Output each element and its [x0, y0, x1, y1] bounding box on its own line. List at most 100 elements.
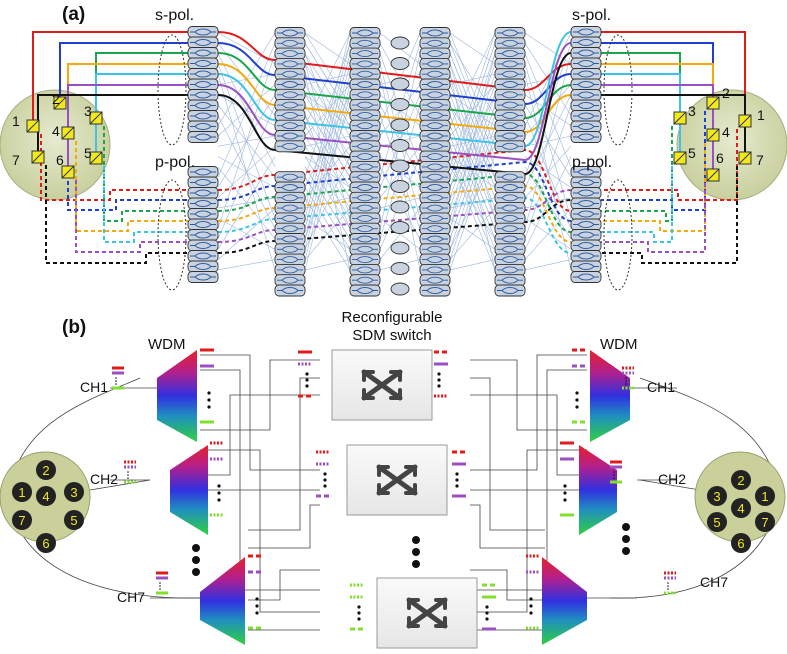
pbs-right: [738, 151, 752, 165]
route-p-right: [601, 126, 673, 222]
mzi-mesh: [274, 263, 306, 276]
panel-a-label: (a): [62, 4, 85, 25]
dots-tiny: [115, 383, 117, 385]
svg-text:2: 2: [42, 463, 49, 478]
wdm-right-ch7: [542, 557, 587, 645]
core-num-right-4: 4: [722, 124, 730, 140]
dots-small: [217, 484, 221, 488]
wdm-right-ch1: [590, 350, 630, 442]
mzi-mesh: [494, 191, 526, 204]
mzi-in-left: [187, 68, 219, 80]
mzi-mesh: [494, 140, 526, 153]
fiber-core-left-7: 7: [12, 510, 32, 530]
mzi-in-left: [187, 176, 219, 189]
mzi-mesh: [274, 88, 306, 101]
pbs-right: [706, 168, 720, 182]
core-num-left-5: 5: [84, 145, 92, 161]
label-s-pol-right: s-pol.: [572, 7, 611, 24]
mesh-wire: [217, 32, 276, 65]
panel-a: (a) s-pol. p-pol. s-pol. p-pol. 1 2 3 4 …: [0, 4, 787, 297]
mzi-mesh: [349, 171, 381, 184]
svg-text:4: 4: [737, 501, 744, 516]
ellipse-p-pol-right: [603, 179, 633, 291]
dots-tiny: [613, 471, 615, 473]
svg-text:7: 7: [761, 515, 768, 530]
mzi-mesh: [494, 57, 526, 70]
dots-small: [437, 372, 441, 376]
mzi-mesh: [419, 27, 451, 39]
fiber-core-left-4: 4: [36, 486, 56, 506]
mesh-wire: [304, 74, 351, 250]
mzi-mesh: [419, 191, 451, 204]
fiber-core-right-4: 4: [731, 498, 751, 518]
mesh-wire: [449, 135, 496, 270]
mzi-mesh: [349, 68, 381, 81]
core-num-right-1: 1: [757, 107, 765, 123]
mzi-mesh: [274, 119, 306, 132]
mzi-mesh: [419, 274, 451, 287]
route-s-right: [601, 31, 746, 121]
ch2-left-label: CH2: [90, 471, 118, 487]
mzi-mesh: [274, 171, 306, 184]
core-num-right-7: 7: [756, 152, 764, 168]
route-mesh: [217, 52, 572, 120]
mzi-out-right: [570, 26, 602, 38]
mzi-out-right: [570, 239, 602, 252]
mzi-mesh: [274, 99, 306, 112]
mzi-mesh: [419, 160, 451, 173]
label-s-pol-left: s-pol.: [155, 7, 194, 24]
mzi-in-left: [187, 110, 219, 122]
dots-small: [563, 491, 567, 495]
fiber-core-left-5: 5: [64, 510, 84, 530]
dots-small: [305, 378, 309, 382]
dots-small: [305, 384, 309, 388]
ellipse-s-pol-left: [157, 34, 187, 146]
mzi-out-right: [570, 120, 602, 133]
cross-arrow-icon: [376, 464, 418, 496]
dots-small: [217, 498, 221, 502]
dots-tiny: [613, 477, 615, 479]
core-num-right-2: 2: [722, 85, 730, 101]
mzi-mesh: [274, 140, 306, 153]
mzi-in-left: [187, 47, 219, 59]
mzi-mesh: [349, 130, 381, 142]
route-p-left: [45, 165, 188, 264]
svg-text:6: 6: [42, 536, 49, 551]
mzi-out-right: [570, 176, 602, 189]
core-num-left-4: 4: [52, 123, 60, 139]
mzi-mesh: [494, 68, 526, 81]
wdm-right-ch2: [579, 445, 617, 535]
mesh-wire: [449, 94, 496, 229]
dots-tiny: [127, 474, 129, 476]
mzi-mesh: [419, 233, 451, 245]
dots-small: [563, 498, 567, 502]
core-num-left-7: 7: [12, 152, 20, 168]
mesh-wire: [449, 32, 496, 65]
sdm-switches: [331, 349, 478, 649]
mzi-in-left: [187, 229, 219, 241]
mesh-wire: [217, 259, 276, 271]
dots-small: [305, 372, 309, 376]
mzi-out-right: [570, 99, 602, 112]
mesh-wire: [449, 43, 496, 178]
mzi-mesh: [419, 150, 451, 163]
mzi-mesh: [349, 243, 381, 256]
mzi-in-left: [187, 271, 219, 283]
mzi-mesh: [419, 88, 451, 101]
dots-small: [485, 611, 489, 615]
wdm-left-ch2: [170, 445, 208, 535]
dots-small: [575, 405, 579, 409]
dots-tiny: [127, 471, 129, 473]
pbs-left: [53, 96, 67, 110]
pbs-array: [26, 96, 752, 182]
mzi-mesh: [494, 284, 526, 297]
dots-tiny: [159, 582, 161, 584]
ch2-right-label: CH2: [658, 471, 686, 487]
mzi-mesh: [274, 284, 306, 297]
switch-title-line2: SDM switch: [352, 327, 431, 344]
mzi-mesh: [274, 233, 306, 245]
mzi-in-left: [187, 239, 219, 252]
mzi-mesh: [494, 130, 526, 142]
mzi-mesh: [494, 233, 526, 245]
mzi-mesh: [494, 37, 526, 50]
